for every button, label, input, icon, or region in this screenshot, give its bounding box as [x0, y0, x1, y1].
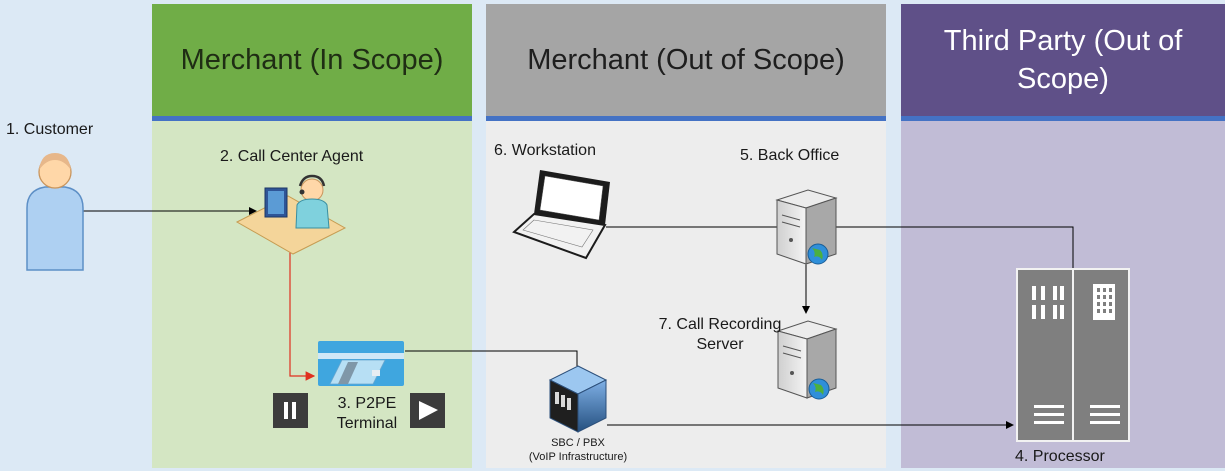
zone-title: Third Party (Out of Scope): [901, 4, 1225, 116]
zone-divider: [486, 116, 886, 121]
zone-divider: [901, 116, 1225, 121]
agent-desk-icon: [235, 174, 347, 255]
zone-title: Merchant (Out of Scope): [486, 4, 886, 116]
zone-merchant-in-scope: Merchant (In Scope): [152, 4, 472, 468]
label-sbc-pbx: SBC / PBX (VoIP Infrastructure): [516, 436, 640, 464]
laptop-icon: [512, 170, 610, 260]
label-line: Terminal: [336, 415, 398, 432]
zone-divider: [152, 116, 472, 121]
connector-terminal-sbc: [405, 350, 578, 366]
label-line: SBC / PBX: [551, 437, 605, 449]
label-back-office: 5. Back Office: [740, 147, 840, 164]
label-line: 3. P2PE: [337, 395, 397, 412]
label-customer: 1. Customer: [6, 121, 94, 138]
label-call-recording-server: 7. Call Recording Server: [640, 315, 800, 355]
card-terminal-icon: [318, 341, 404, 386]
zone-title: Merchant (In Scope): [152, 4, 472, 116]
label-p2pe-terminal: 3. P2PE Terminal: [332, 394, 402, 434]
label-call-center-agent: 2. Call Center Agent: [220, 148, 364, 165]
label-line: 7. Call Recording: [658, 316, 782, 333]
connector-agent-terminal: [289, 250, 316, 381]
processor-rack-icon: [1016, 268, 1130, 442]
play-icon: [410, 393, 445, 428]
label-line: (VoIP Infrastructure): [528, 451, 628, 463]
connector-processor-backoffice: [827, 223, 1074, 270]
server-call-recording-icon: [776, 320, 838, 400]
customer-icon: [26, 153, 84, 271]
label-processor: 4. Processor: [1015, 448, 1105, 465]
label-line: Server: [696, 336, 744, 353]
sbc-pbx-icon: [548, 365, 608, 433]
label-workstation: 6. Workstation: [494, 142, 596, 159]
pause-icon: [273, 393, 308, 428]
server-back-office-icon: [775, 189, 838, 265]
